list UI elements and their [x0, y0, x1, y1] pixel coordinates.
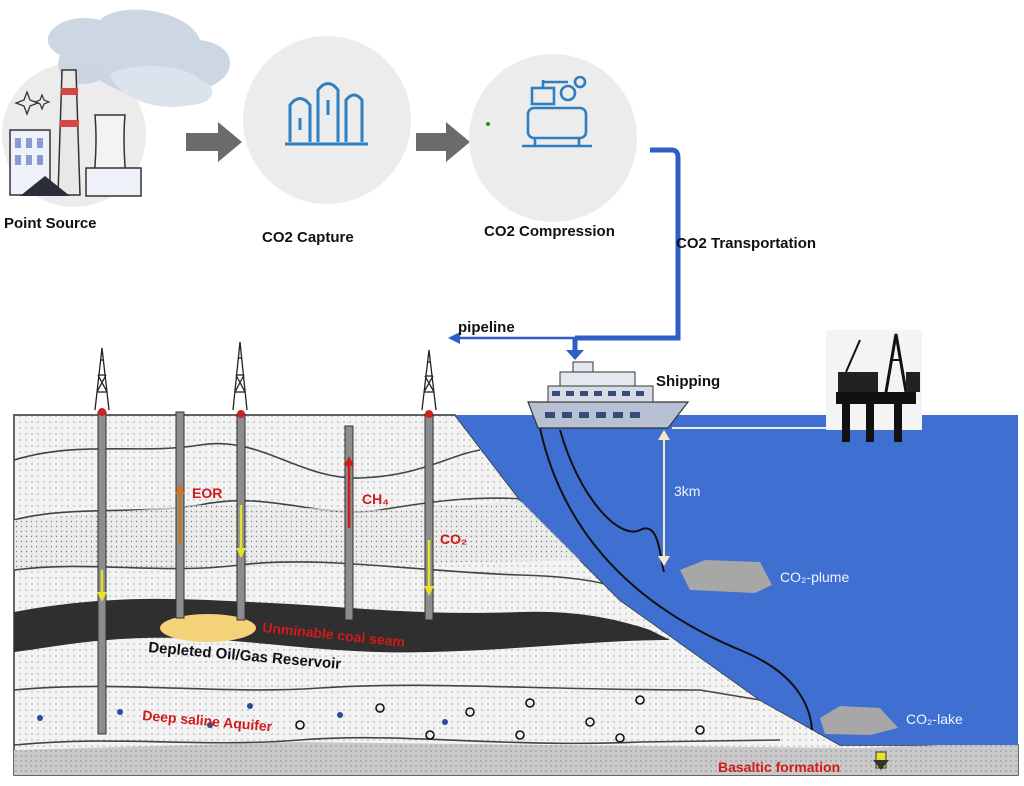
- well-flow-arrows: [97, 456, 889, 770]
- shipping-label: Shipping: [656, 373, 720, 390]
- compression-icon: [469, 54, 637, 222]
- plume-label: CO₂-plume: [780, 569, 849, 585]
- rock-layers: [13, 414, 1019, 776]
- depth-label: 3km: [674, 483, 700, 499]
- point-source-label: Point Source: [4, 215, 97, 232]
- ocean-pipes: [539, 427, 813, 731]
- oil-gas-reservoir: [160, 614, 256, 642]
- flow-arrow-1: [186, 122, 242, 162]
- basalt-label: Basaltic formation: [718, 759, 840, 775]
- co2-plume-shape: [680, 560, 772, 593]
- transportation-label: CO2 Transportation: [676, 235, 816, 252]
- transport-pipe: [572, 147, 681, 352]
- co2-label: CO₂: [440, 531, 467, 547]
- factory-icon: [2, 9, 230, 207]
- flow-arrow-2: [416, 122, 470, 162]
- compression-label: CO2 Compression: [484, 223, 615, 240]
- derricks: [94, 341, 437, 411]
- pipeline-label: pipeline: [458, 319, 515, 336]
- ship-arrow: [566, 350, 584, 360]
- eor-label: EOR: [192, 485, 222, 501]
- offshore-platform-icon: [826, 330, 922, 442]
- capture-icon: [243, 36, 411, 204]
- lake-label: CO₂-lake: [906, 711, 963, 727]
- ch4-label: CH₄: [362, 491, 389, 507]
- co2-lake-shape: [820, 706, 898, 735]
- capture-label: CO2 Capture: [262, 229, 354, 246]
- ship-icon: [527, 361, 690, 429]
